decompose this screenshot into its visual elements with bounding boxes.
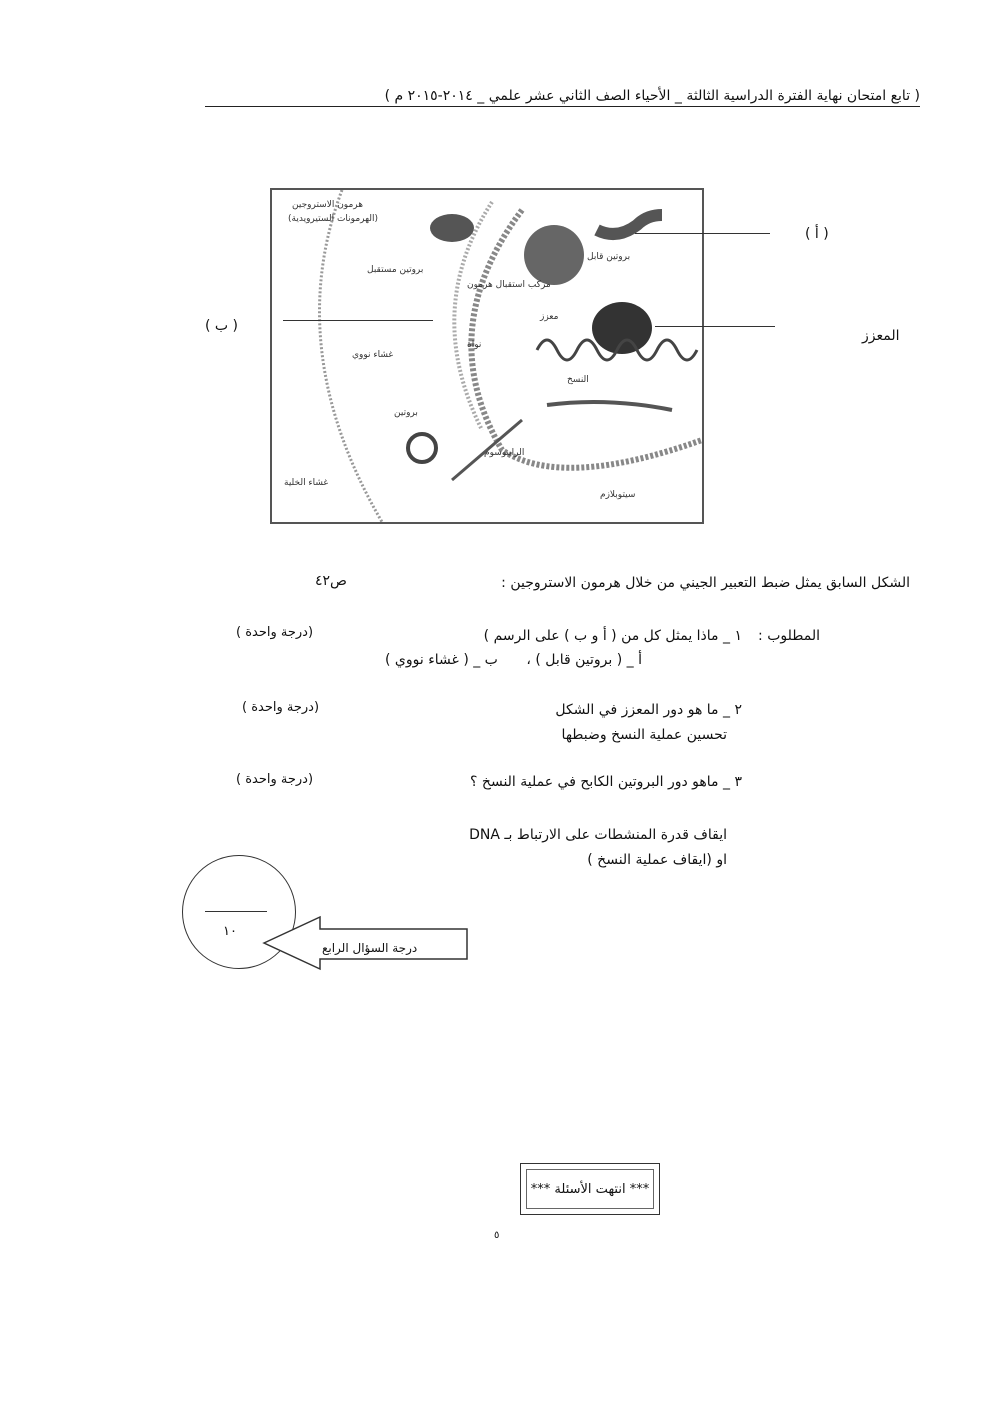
- question-intro: الشكل السابق يمثل ضبط التعبير الجيني من …: [501, 575, 910, 591]
- answer-3-line-2: او (ايقاف عملية النسخ ): [587, 852, 727, 868]
- exam-header: ( تابع امتحان نهاية الفترة الدراسية الثا…: [205, 88, 920, 107]
- score-divider: [205, 911, 267, 912]
- label-enhancer: معزز: [540, 312, 559, 322]
- score-circle: ١٠: [182, 855, 296, 969]
- label-receptor: بروتين مستقبل: [367, 265, 424, 275]
- callout-line-b: [283, 320, 433, 321]
- enhancer-shape: [592, 302, 652, 354]
- callout-line-enhancer: [655, 326, 775, 327]
- nuclear-membrane-line: [468, 208, 702, 471]
- callout-b: ( ب ): [205, 318, 239, 334]
- answer-1-a: أ _ ( بروتين قابل ) ،: [526, 652, 642, 668]
- diagram-drawing: [318, 190, 702, 522]
- label-ribosome: الرايبوسوم: [484, 448, 525, 458]
- receptor-shape: [430, 214, 474, 242]
- question-1: ١ _ ماذا يمثل كل من ( أ و ب ) على الرسم …: [483, 628, 742, 644]
- protein-shape: [406, 432, 438, 464]
- complex-shape: [524, 225, 584, 285]
- label-cell-membrane: غشاء الخلية: [284, 478, 329, 488]
- label-hormone: هرمون الاستروجين: [292, 200, 363, 210]
- score-arrow-label: درجة السؤال الرابع: [322, 941, 418, 955]
- label-hormone-sub: (الهرمونات الستيرويدية): [288, 214, 379, 224]
- end-of-questions-text: *** انتهت الأسئلة ***: [526, 1169, 654, 1209]
- activator-shape: [594, 209, 663, 240]
- score-total: ١٠: [223, 924, 237, 939]
- answer-1-b: ب _ ( غشاء نووي ): [385, 652, 498, 668]
- cell-membrane-line: [318, 190, 384, 522]
- answer-2: تحسين عملية النسخ وضبطها: [561, 727, 727, 743]
- question-1-grade: (درجة واحدة ): [236, 625, 314, 640]
- label-activator: بروتين قابل: [587, 252, 631, 262]
- callout-enhancer: المعزز: [862, 328, 900, 344]
- label-nuclear-membrane: غشاء نووي: [352, 350, 394, 360]
- estrogen-diagram: هرمون الاستروجين (الهرمونات الستيرويدية)…: [270, 188, 704, 524]
- page-number: ٥: [494, 1230, 500, 1241]
- end-of-questions-box: *** انتهت الأسئلة ***: [520, 1163, 660, 1215]
- question-3: ٣ _ ماهو دور البروتين الكابح في عملية ال…: [470, 774, 742, 790]
- callout-a: ( أ ): [805, 226, 829, 242]
- dna-shape: [535, 338, 699, 362]
- answer-3-line-1: ايقاف قدرة المنشطات على الارتباط بـ DNA: [469, 827, 727, 843]
- label-nucleus: نواة: [467, 340, 482, 350]
- page-reference: ص٤٢: [315, 573, 347, 589]
- question-3-grade: (درجة واحدة ): [236, 772, 314, 787]
- score-arrow-icon: [262, 915, 468, 971]
- question-2-grade: (درجة واحدة ): [242, 700, 320, 715]
- required-label: المطلوب :: [758, 628, 820, 644]
- label-transcription: النسخ: [567, 375, 589, 385]
- question-2: ٢ _ ما هو دور المعزز في الشكل: [555, 702, 742, 718]
- label-cytoplasm: سيتوبلازم: [600, 490, 636, 500]
- label-complex: مركب استقبال هرمون: [467, 280, 551, 290]
- callout-line-a: [635, 233, 770, 234]
- label-protein: بروتين: [394, 408, 418, 418]
